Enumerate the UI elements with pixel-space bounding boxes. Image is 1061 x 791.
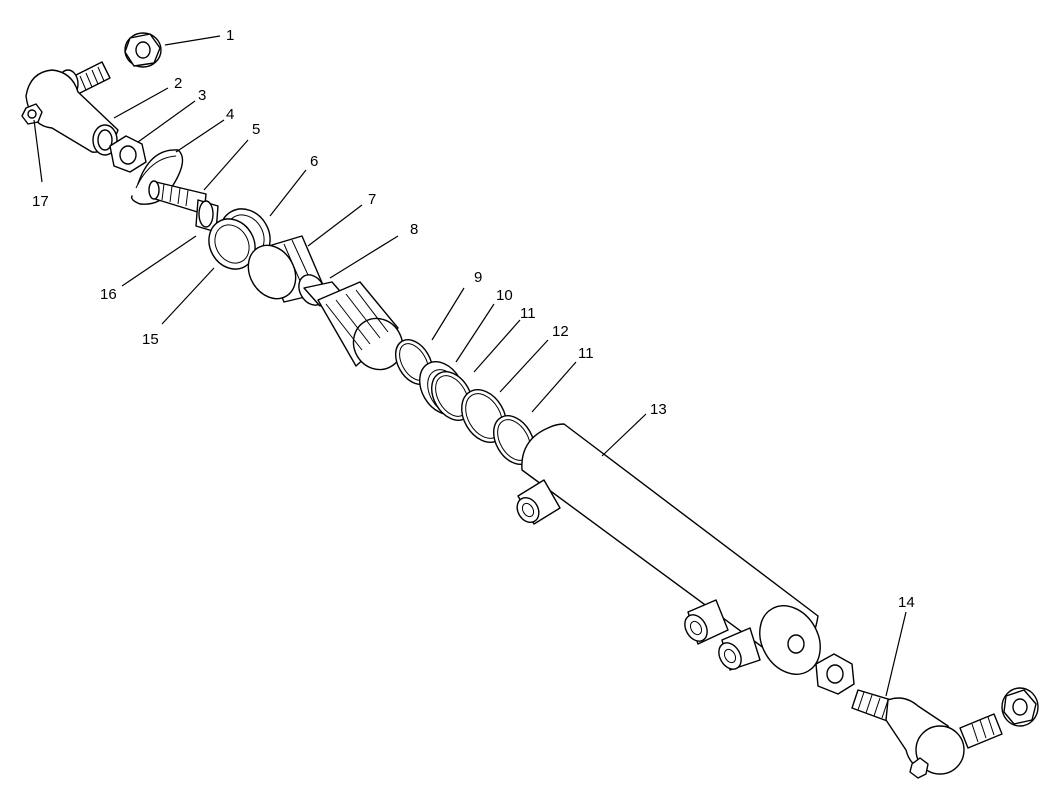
- callout-14: 14: [898, 594, 915, 611]
- callout-11b: 11: [578, 345, 594, 362]
- leader-16: [121, 235, 197, 287]
- callout-2: 2: [174, 75, 182, 92]
- leader-10: [455, 303, 495, 363]
- callout-11a: 11: [520, 305, 536, 322]
- callout-4: 4: [226, 106, 234, 123]
- part-13-cylinder-barrel: [516, 423, 821, 675]
- callout-6: 6: [310, 153, 318, 170]
- callout-5: 5: [252, 121, 260, 138]
- callout-12: 12: [552, 323, 569, 340]
- callout-9: 9: [474, 269, 482, 286]
- leader-17: [33, 119, 43, 183]
- callout-1: 1: [226, 27, 234, 44]
- part-3-jam-nut: [109, 135, 147, 173]
- leader-7: [307, 204, 363, 247]
- callout-7: 7: [368, 191, 376, 208]
- callout-10: 10: [496, 287, 513, 304]
- leader-lines: [33, 35, 907, 697]
- jam-nut-right: [815, 653, 855, 695]
- leader-2: [113, 87, 169, 119]
- leader-12: [499, 339, 549, 393]
- leader-15: [161, 267, 215, 325]
- part-1-flange-nut: [124, 32, 162, 68]
- leader-11a: [473, 319, 521, 373]
- part-8-piston: [303, 281, 404, 371]
- callout-16: 16: [100, 286, 117, 303]
- leader-5: [203, 139, 249, 191]
- part-5-piston-rod: [148, 180, 207, 215]
- leader-14: [885, 611, 907, 697]
- part-15-seal-ring: [208, 218, 256, 270]
- part-2-tie-rod-end-left: [21, 61, 119, 156]
- leader-11b: [531, 361, 577, 413]
- part-14-tie-rod-end-right: [851, 689, 1003, 779]
- callout-15: 15: [142, 331, 159, 348]
- callout-13: 13: [650, 401, 667, 418]
- leader-1: [164, 35, 221, 46]
- flange-nut-right: [1001, 687, 1039, 727]
- leader-9: [431, 287, 465, 341]
- leader-6: [269, 169, 307, 217]
- leader-13: [601, 413, 647, 457]
- callout-17: 17: [32, 193, 49, 210]
- leader-4: [175, 119, 225, 153]
- callout-3: 3: [198, 87, 206, 104]
- part-16-rod-shoulder: [195, 199, 219, 233]
- callout-8: 8: [410, 221, 418, 238]
- callout-labels: 1 2 3 4 5 6 7 8 9 10 11 12 11 13 14 15 1…: [32, 27, 915, 611]
- leader-3: [137, 100, 196, 143]
- leader-8: [329, 235, 399, 279]
